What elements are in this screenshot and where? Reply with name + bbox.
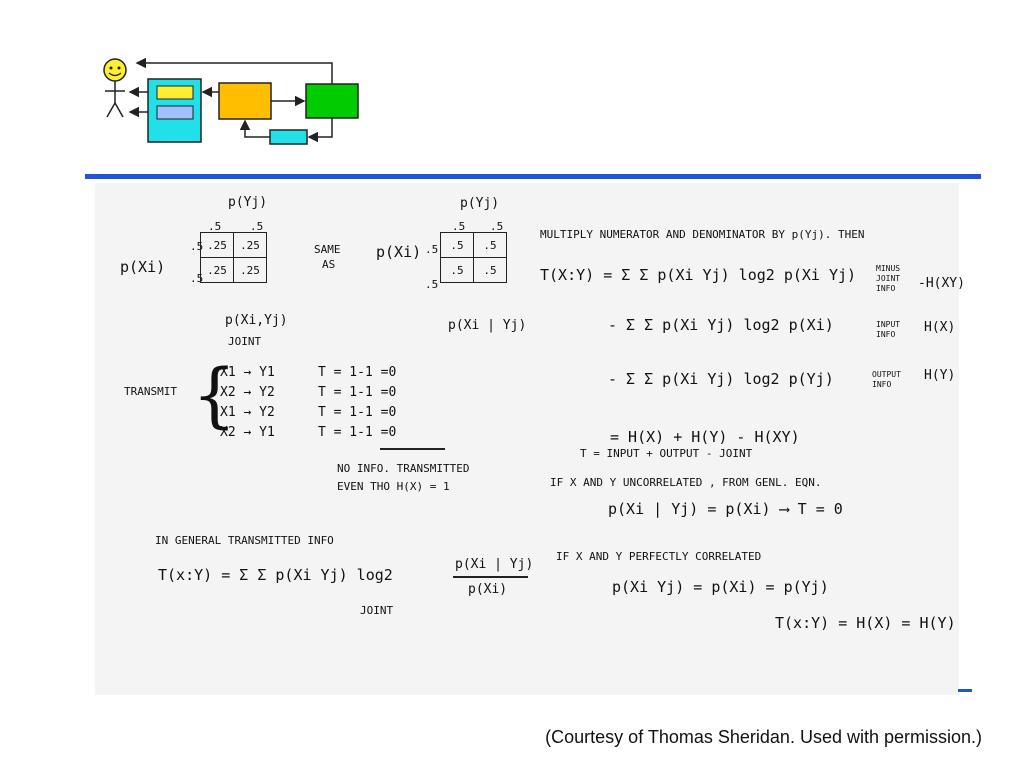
general-formula: T(x:Y) = Σ Σ p(Xi Yj) log2 bbox=[158, 566, 393, 584]
joint-label: JOINT bbox=[228, 335, 262, 348]
underline bbox=[380, 448, 445, 450]
p-xi-yj-label: p(Xi,Yj) bbox=[225, 313, 288, 328]
equation-line-2: - Σ Σ p(Xi Yj) log2 p(Xi) bbox=[608, 316, 834, 334]
transmission-row: X1 → Y1 bbox=[220, 365, 275, 380]
transmission-row: X2 → Y1 bbox=[220, 425, 275, 440]
same-as-label: SAME bbox=[314, 243, 341, 256]
equation-line-5: T = INPUT + OUTPUT - JOINT bbox=[580, 447, 753, 460]
transmit-label: TRANSMIT bbox=[124, 385, 177, 398]
no-info-line-1: NO INFO. TRANSMITTED bbox=[337, 462, 470, 475]
equation-line-1: T(X:Y) = Σ Σ p(Xi Yj) log2 p(Xi Yj) bbox=[540, 266, 857, 284]
grid-cell: .5 bbox=[473, 232, 507, 258]
p-yj-label-2: p(Yj) bbox=[460, 196, 500, 211]
smiley-face-icon bbox=[103, 58, 127, 82]
transmission-row: X2 → Y2 bbox=[220, 385, 275, 400]
grid-cell: .5 bbox=[473, 257, 507, 283]
minus-joint-info-tag: MINUS JOINT INFO bbox=[876, 264, 901, 293]
control-loop-diagram bbox=[103, 57, 359, 145]
perfect-correlation-heading: IF X AND Y PERFECTLY CORRELATED bbox=[556, 550, 762, 563]
courtesy-caption: (Courtesy of Thomas Sheridan. Used with … bbox=[545, 727, 982, 747]
uncorrelated-equation: p(Xi | Yj) = p(Xi) ⟶ T = 0 bbox=[608, 500, 843, 518]
h-xy-label: -H(XY) bbox=[918, 276, 965, 291]
joint-probability-grid: .25.25 .25.25 bbox=[200, 232, 267, 283]
grid1-row-header: .5 bbox=[190, 240, 204, 253]
equation-line-4: = H(X) + H(Y) - H(XY) bbox=[610, 428, 800, 446]
same-as-label: AS bbox=[322, 258, 336, 271]
brace: { bbox=[192, 354, 237, 436]
transmission-row: X1 → Y2 bbox=[220, 405, 275, 420]
grid-cell: .25 bbox=[233, 257, 267, 283]
t-value: T = 1-1 =0 bbox=[318, 385, 397, 400]
output-info-tag: OUTPUT INFO bbox=[872, 370, 901, 389]
grid-cell: .25 bbox=[200, 232, 234, 258]
grid-cell: .25 bbox=[200, 257, 234, 283]
h-x-label: H(X) bbox=[924, 320, 956, 335]
grid2-col-header: .5 bbox=[452, 220, 466, 233]
h-y-label: H(Y) bbox=[924, 368, 956, 383]
fraction-denominator: p(Xi) bbox=[468, 582, 508, 597]
p-xi-label-2: p(Xi) bbox=[376, 243, 422, 261]
grid2-row-header: .5 bbox=[425, 278, 439, 291]
accent-rule bbox=[85, 174, 981, 179]
t-value: T = 1-1 =0 bbox=[318, 365, 397, 380]
perfect-correlation-equation: p(Xi Yj) = p(Xi) = p(Yj) bbox=[612, 578, 829, 596]
fraction-numerator: p(Xi | Yj) bbox=[455, 557, 534, 572]
in-general-heading: IN GENERAL TRANSMITTED INFO bbox=[155, 534, 334, 547]
grid2-row-header: .5 bbox=[425, 243, 439, 256]
multiply-instruction: MULTIPLY NUMERATOR AND DENOMINATOR BY p(… bbox=[540, 228, 865, 241]
slide-marker bbox=[958, 689, 972, 692]
grid-cell: .5 bbox=[440, 257, 474, 283]
p-xi-label: p(Xi) bbox=[120, 258, 166, 276]
grid-cell: .25 bbox=[233, 232, 267, 258]
p-yj-label: p(Yj) bbox=[228, 195, 268, 210]
conditional-label: p(Xi | Yj) bbox=[448, 318, 527, 333]
t-value: T = 1-1 =0 bbox=[318, 425, 397, 440]
feedback-block bbox=[269, 129, 308, 145]
input-info-tag: INPUT INFO bbox=[876, 320, 901, 339]
equation-line-3: - Σ Σ p(Xi Yj) log2 p(Yj) bbox=[608, 370, 834, 388]
grid2-col-header: .5 bbox=[490, 220, 504, 233]
grid-cell: .5 bbox=[440, 232, 474, 258]
grid1-col-header: .5 bbox=[250, 220, 264, 233]
no-info-line-2: EVEN THO H(X) = 1 bbox=[337, 480, 450, 493]
conditional-probability-grid: .5.5 .5.5 bbox=[440, 232, 507, 283]
grid1-col-header: .5 bbox=[208, 220, 222, 233]
joint-label-2: JOINT bbox=[360, 604, 394, 617]
grid1-row-header: .5 bbox=[190, 272, 204, 285]
controller-block bbox=[218, 82, 272, 120]
perfect-correlation-result: T(x:Y) = H(X) = H(Y) bbox=[775, 614, 956, 632]
uncorrelated-heading: IF X AND Y UNCORRELATED , FROM GENL. EQN… bbox=[550, 476, 822, 489]
t-value: T = 1-1 =0 bbox=[318, 405, 397, 420]
plant-block bbox=[305, 83, 359, 119]
fraction-bar bbox=[453, 576, 528, 578]
